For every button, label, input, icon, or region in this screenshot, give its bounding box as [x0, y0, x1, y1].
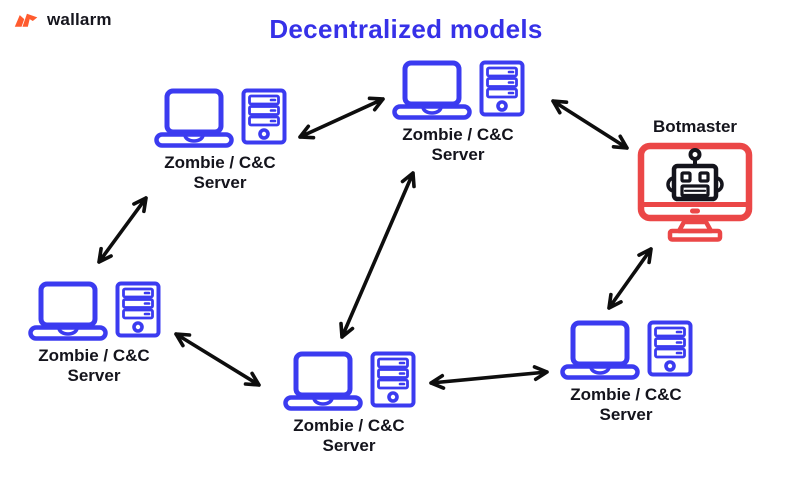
arrow-zombie-top-center--botmaster [551, 99, 629, 150]
node-botmaster: Botmaster [632, 117, 758, 242]
node-label: Zombie / C&C Server [38, 346, 149, 386]
node-zombie-bottom-center: Zombie / C&C Server [279, 351, 419, 456]
node-label-line1: Zombie / C&C [164, 153, 276, 172]
node-label-line1: Zombie / C&C [293, 416, 405, 435]
laptop-icon [560, 320, 640, 382]
arrow-zombie-bottom-center--zombie-top-center [339, 171, 416, 339]
node-label-line2: Server [193, 173, 247, 192]
arrow-zombie-top-left--zombie-top-center [298, 96, 385, 140]
node-zombie-bottom-left: Zombie / C&C Server [24, 281, 164, 386]
zombie-icons [28, 281, 161, 343]
laptop-icon [154, 88, 234, 150]
node-label-line2: Server [67, 366, 121, 385]
node-label-line2: Server [322, 436, 376, 455]
laptop-icon [392, 60, 472, 122]
node-label-line2: Server [431, 145, 485, 164]
node-label: Zombie / C&C Server [164, 153, 275, 193]
arrow-zombie-bottom-right--botmaster [607, 247, 653, 310]
laptop-icon [283, 351, 363, 413]
server-tower-icon [479, 60, 525, 117]
node-label: Zombie / C&C Server [293, 416, 404, 456]
zombie-icons [283, 351, 416, 413]
node-zombie-top-left: Zombie / C&C Server [150, 88, 290, 193]
node-label: Zombie / C&C Server [402, 125, 513, 165]
node-label-line1: Zombie / C&C [570, 385, 682, 404]
node-label: Zombie / C&C Server [570, 385, 681, 425]
wallarm-logo: wallarm [13, 10, 112, 30]
brand-text: wallarm [47, 10, 112, 29]
page-title: Decentralized models [269, 14, 543, 44]
arrow-zombie-top-left--zombie-bottom-left [97, 196, 148, 264]
botmaster-label: Botmaster [652, 117, 738, 136]
node-label-line1: Zombie / C&C [402, 125, 514, 144]
zombie-icons [560, 320, 693, 382]
laptop-icon [28, 281, 108, 343]
server-tower-icon [241, 88, 287, 145]
node-zombie-bottom-right: Zombie / C&C Server [556, 320, 696, 425]
node-label-line1: Zombie / C&C [38, 346, 150, 365]
arrow-zombie-bottom-left--zombie-bottom-center [174, 332, 261, 387]
arrow-zombie-bottom-center--zombie-bottom-right [429, 365, 549, 390]
robot-monitor-icon [637, 142, 753, 242]
server-tower-icon [370, 351, 416, 408]
server-tower-icon [647, 320, 693, 377]
zombie-icons [392, 60, 525, 122]
zombie-icons [154, 88, 287, 150]
node-zombie-top-center: Zombie / C&C Server [388, 60, 528, 165]
node-label-line2: Server [599, 405, 653, 424]
server-tower-icon [115, 281, 161, 338]
